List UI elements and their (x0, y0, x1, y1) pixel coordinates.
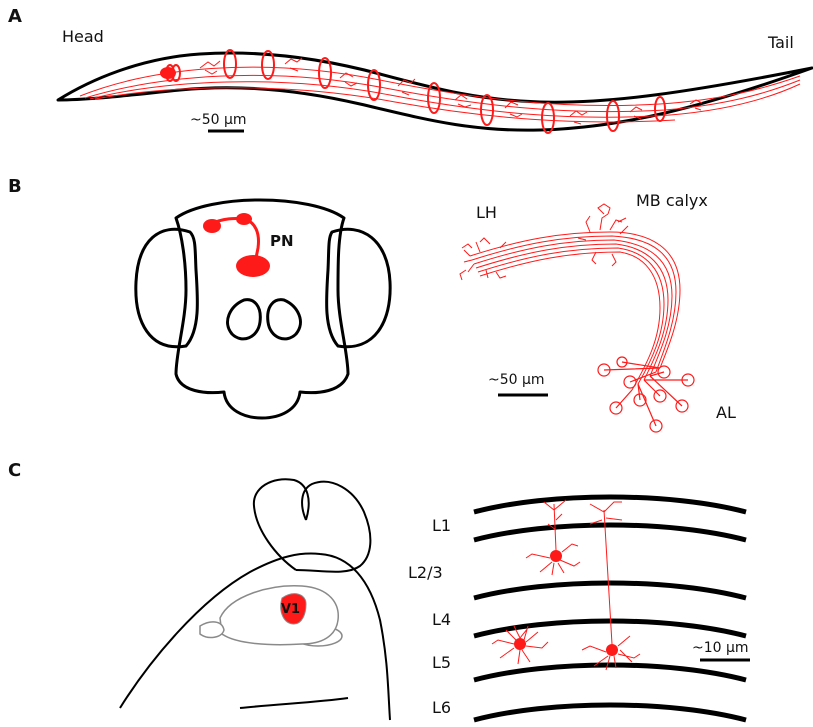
layer-label-l4: L4 (432, 610, 451, 629)
pn-neuron-schematic (203, 213, 270, 277)
pn-label: PN (270, 232, 294, 250)
head-label: Head (62, 27, 104, 46)
lh-label: LH (476, 203, 497, 222)
layer23-neuron (526, 500, 580, 575)
panel-c-scale-label: ~10 µm (692, 640, 749, 656)
panel-a: A Head Tail (8, 6, 812, 133)
panel-a-scale-label: ~50 µm (190, 112, 247, 128)
panel-a-letter: A (8, 6, 22, 27)
fly-brain-outline (136, 200, 390, 418)
al-label: AL (716, 403, 736, 422)
panel-b: B PN LH MB calyx AL (8, 176, 736, 432)
mb-calyx-arbor (578, 204, 628, 266)
v1-label: V1 (281, 602, 300, 617)
layer-label-l6: L6 (432, 698, 451, 717)
layer-label-l1: L1 (432, 516, 451, 535)
panel-b-scale-label: ~50 µm (488, 372, 545, 388)
worm-nerve-ring (160, 67, 176, 79)
mouse-brain (200, 586, 342, 646)
panel-c: C V1 L1 L2/3 L4 L5 (8, 460, 750, 720)
al-glomeruli (598, 357, 694, 432)
tail-label: Tail (767, 33, 794, 52)
panel-b-letter: B (8, 176, 22, 197)
lh-arbor (460, 238, 506, 280)
layer-label-l5: L5 (432, 653, 451, 672)
layer-label-l23: L2/3 (408, 563, 443, 582)
layer-labels: L1 L2/3 L4 L5 L6 (408, 516, 451, 717)
mb-calyx-label: MB calyx (636, 191, 708, 210)
panel-c-letter: C (8, 460, 21, 481)
